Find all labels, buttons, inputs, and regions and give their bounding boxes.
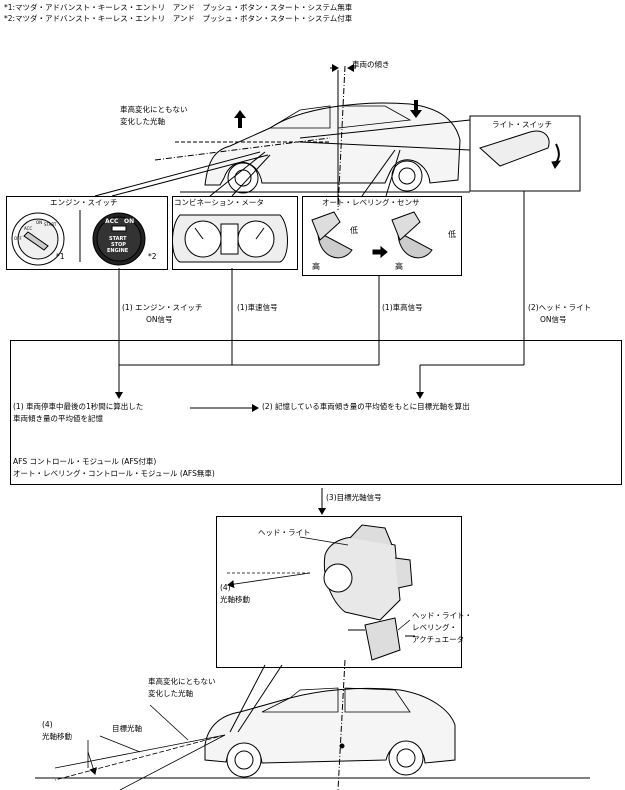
tilt-label: 車両の傾き xyxy=(352,60,390,69)
engine-switch-box xyxy=(6,196,168,270)
headlight-leaders xyxy=(225,536,411,631)
step2: (2) 記憶している車両傾き量の平均値をもとに目標光軸を算出 xyxy=(262,402,470,411)
sensor-low-label-2: 低 xyxy=(448,230,456,239)
headlight-output-box xyxy=(216,516,462,668)
key-off-label: OFF xyxy=(14,236,22,241)
combination-meter-box xyxy=(172,196,298,270)
signal-engine-switch-line1: (1) エンジン・スイッチ xyxy=(122,303,203,312)
axis-change-label-line2: 変化した光軸 xyxy=(120,117,165,126)
signal-headlight-line1: (2)ヘッド・ライト xyxy=(528,303,592,312)
step1-line2: 車両傾き量の平均値を記憶 xyxy=(13,414,103,423)
key-switch-graphic xyxy=(11,210,81,266)
key-start-label: START xyxy=(44,222,57,227)
btn-engine-label: ENGINE xyxy=(107,248,129,254)
actuator-label-line1: ヘッド・ライト・ xyxy=(412,611,472,620)
mark-1: *1 xyxy=(56,252,65,261)
signal-headlight-line2: ON信号 xyxy=(540,315,567,324)
signal-engine-switch-line2: ON信号 xyxy=(146,315,173,324)
footnote-2: *2:マツダ・アドバンスト・キーレス・エントリ アンド プッシュ・ボタン・スター… xyxy=(4,14,353,23)
headlight-move-num: (4) xyxy=(220,583,231,592)
key-acc-label: ACC xyxy=(24,226,33,231)
signal-wires xyxy=(115,191,525,515)
beam-lines xyxy=(54,704,226,790)
btn-acc-label: ACC xyxy=(105,218,119,225)
target-axis-signal: (3)目標光軸信号 xyxy=(326,493,382,502)
sensor-high-label-2: 高 xyxy=(395,262,403,271)
module-name-afs: AFS コントロール・モジュール (AFS付車) xyxy=(13,457,157,466)
combination-meter-graphic xyxy=(172,214,288,263)
signal-vehicle-height: (1)車高信号 xyxy=(382,303,423,312)
sensor-high-label-1: 高 xyxy=(312,262,320,271)
module-name-leveling: オート・レベリング・コントロール・モジュール (AFS無車) xyxy=(13,469,215,478)
key-on-label: ON xyxy=(36,220,43,225)
bottom-axis-change-line1: 車高変化にともない xyxy=(148,677,216,686)
signal-vehicle-speed: (1)車速信号 xyxy=(237,303,278,312)
control-module-box xyxy=(10,340,622,485)
bottom-target-axis: 目標光軸 xyxy=(112,724,142,733)
zoom-leader xyxy=(229,664,283,733)
bottom-car xyxy=(35,659,590,790)
axis-change-label-line1: 車高変化にともない xyxy=(120,105,188,114)
footnote-1: *1:マツダ・アドバンスト・キーレス・エントリ アンド プッシュ・ボタン・スター… xyxy=(4,3,353,12)
combination-meter-title: コンビネーション・メータ xyxy=(174,198,264,207)
sensor-low-label-1: 低 xyxy=(350,226,358,235)
btn-on-label: ON xyxy=(124,218,135,225)
headlight-label: ヘッド・ライト xyxy=(258,528,311,537)
engine-switch-title: エンジン・スイッチ xyxy=(50,198,118,207)
bottom-move-label: 光軸移動 xyxy=(42,732,72,741)
heave-arrows xyxy=(234,100,422,128)
leveling-sensor-title: オート・レベリング・センサ xyxy=(322,198,420,207)
light-switch-graphic xyxy=(469,115,581,192)
btn-start-label: START xyxy=(109,236,127,242)
light-switch-label: ライト・スイッチ xyxy=(492,120,552,129)
step1-line1: (1) 車両停車中最後の1秒間に算出した xyxy=(13,402,144,411)
actuator-label-line2: レベリング・ xyxy=(412,623,457,632)
bottom-move-num: (4) xyxy=(42,720,53,729)
bottom-axis-change-line2: 変化した光軸 xyxy=(148,689,193,698)
actuator-label-line3: アクチュエータ xyxy=(412,635,465,644)
top-car xyxy=(154,65,470,211)
mark-2: *2 xyxy=(148,252,157,261)
btn-stop-label: STOP xyxy=(111,242,126,248)
leveling-sensor-box xyxy=(302,196,462,276)
headlight-assembly-graphic xyxy=(323,524,415,661)
leader-lines xyxy=(94,119,471,197)
headlight-move-label: 光軸移動 xyxy=(220,595,250,604)
leveling-sensor-graphic xyxy=(311,211,433,259)
push-button-graphic xyxy=(92,212,146,266)
